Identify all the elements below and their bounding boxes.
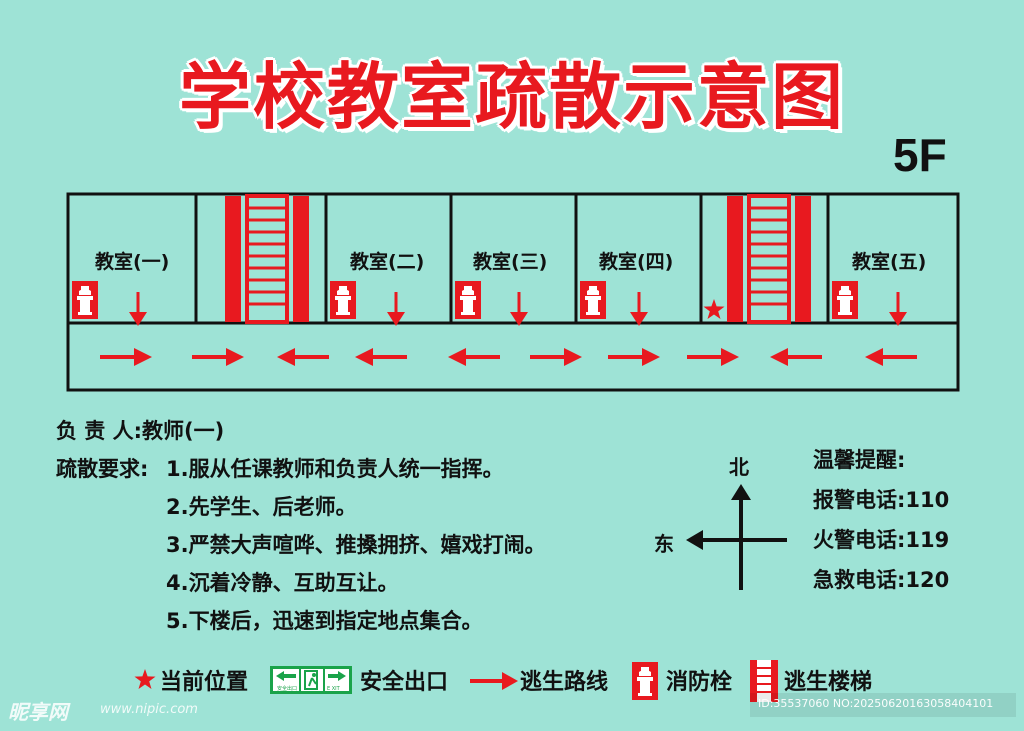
responsible-line: 负 责 人:教师(一) xyxy=(56,412,224,450)
hydrant-icon xyxy=(455,281,481,319)
legend-hydrant-icon xyxy=(632,662,658,700)
tip-item: 火警电话:119 xyxy=(813,528,950,552)
floor-label: 5F xyxy=(893,129,947,181)
watermark-logo: 昵享网 xyxy=(8,700,68,724)
legend-stairs-icon xyxy=(750,660,778,702)
requirement-item: 5.下楼后，迅速到指定地点集合。 xyxy=(166,609,483,633)
hydrant-icon xyxy=(330,281,356,319)
legend-escape-route: 逃生路线 xyxy=(520,670,609,695)
legend-route-arrow-icon xyxy=(470,672,518,690)
room-label-3: 教室(三) xyxy=(473,251,548,273)
watermark-id: ID:35537060 NO:20250620163058404101 xyxy=(758,697,994,710)
legend-current-position: 当前位置 xyxy=(160,670,249,695)
requirement-item: 1.服从任课教师和负责人统一指挥。 xyxy=(166,457,504,481)
room-label-5: 教室(五) xyxy=(852,251,927,273)
exit-sign-left-text: 安全出口 xyxy=(277,685,297,692)
room-label-1: 教室(一) xyxy=(95,251,170,273)
page-title: 学校教室疏散示意图 xyxy=(178,55,845,139)
room-label-2: 教室(二) xyxy=(350,251,425,273)
legend-safety-exit: 安全出口 xyxy=(360,670,449,695)
legend-escape-stairs: 逃生楼梯 xyxy=(784,670,873,695)
requirements-label: 疏散要求: xyxy=(56,457,149,481)
tips-list: 报警电话:110 火警电话:119 急救电话:120 xyxy=(813,480,949,600)
compass-icon xyxy=(686,484,787,590)
requirement-item: 4.沉着冷静、互助互让。 xyxy=(166,571,399,595)
requirement-item: 3.严禁大声喧哗、推搡拥挤、嬉戏打闹。 xyxy=(166,533,546,557)
legend-star-icon xyxy=(134,669,156,689)
hydrant-icon xyxy=(72,281,98,319)
compass-north-label: 北 xyxy=(729,455,749,479)
building-outline xyxy=(66,192,960,392)
hydrant-icon xyxy=(832,281,858,319)
exit-sign-icon xyxy=(270,666,352,694)
legend-hydrant: 消防栓 xyxy=(666,670,733,695)
room-label-4: 教室(四) xyxy=(599,251,674,273)
requirements-list: 1.服从任课教师和负责人统一指挥。 2.先学生、后老师。 3.严禁大声喧哗、推搡… xyxy=(166,450,546,640)
compass-east-label: 东 xyxy=(654,532,674,556)
hydrant-icon xyxy=(580,281,606,319)
responsible-label: 负 责 人: xyxy=(56,419,143,443)
responsible-value: 教师(一) xyxy=(142,419,225,443)
requirement-item: 2.先学生、后老师。 xyxy=(166,495,357,519)
tips-heading: 温馨提醒: xyxy=(813,448,906,472)
watermark-url: www.nipic.com xyxy=(100,702,198,717)
tip-item: 报警电话:110 xyxy=(813,488,950,512)
tip-item: 急救电话:120 xyxy=(813,568,950,592)
exit-sign-right-text: E XIT xyxy=(327,686,341,692)
current-position-star-icon xyxy=(703,299,725,319)
